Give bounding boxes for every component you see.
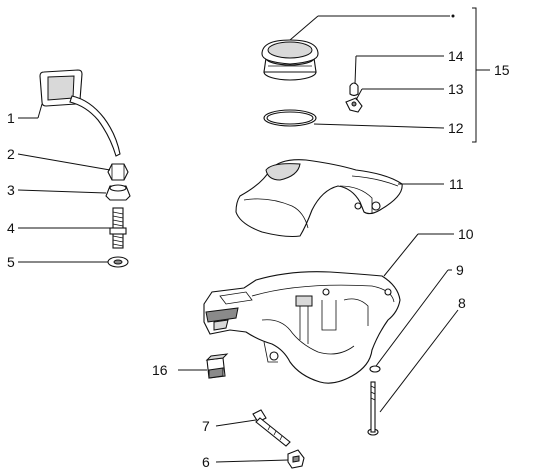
label-1: 1 bbox=[7, 110, 15, 126]
label-5: 5 bbox=[7, 254, 15, 270]
part-9-washer bbox=[369, 365, 381, 373]
part-1-mirror bbox=[39, 69, 121, 157]
part-3-bushing bbox=[105, 184, 131, 201]
part-13-clip bbox=[345, 97, 363, 113]
part-7-bolt bbox=[252, 409, 291, 447]
part-2-nut bbox=[107, 163, 129, 181]
label-16: 16 bbox=[152, 362, 168, 378]
label-6: 6 bbox=[202, 454, 210, 470]
part-12-o-ring bbox=[263, 109, 317, 127]
label-9: 9 bbox=[456, 262, 464, 278]
callout-labels: 1 2 3 4 5 6 7 8 9 10 11 12 13 14 15 16 bbox=[7, 48, 510, 470]
label-2: 2 bbox=[7, 146, 15, 162]
part-16-block bbox=[205, 353, 229, 379]
label-12: 12 bbox=[448, 120, 464, 136]
part-6-nut bbox=[287, 449, 305, 469]
part-5-washer bbox=[107, 256, 129, 268]
label-10: 10 bbox=[458, 226, 474, 242]
part-14-screw bbox=[349, 82, 359, 97]
label-3: 3 bbox=[7, 182, 15, 198]
part-10-lower-housing bbox=[203, 271, 401, 384]
part-11-upper-cover bbox=[235, 159, 403, 238]
label-14: 14 bbox=[448, 48, 464, 64]
label-7: 7 bbox=[202, 418, 210, 434]
part-8-screw bbox=[367, 381, 379, 436]
label-4: 4 bbox=[7, 220, 15, 236]
leader-lines bbox=[17, 7, 490, 463]
label-11: 11 bbox=[449, 176, 464, 192]
part-15-cap bbox=[261, 39, 319, 81]
label-8: 8 bbox=[458, 295, 466, 311]
label-13: 13 bbox=[448, 81, 464, 97]
label-15: 15 bbox=[494, 62, 510, 78]
